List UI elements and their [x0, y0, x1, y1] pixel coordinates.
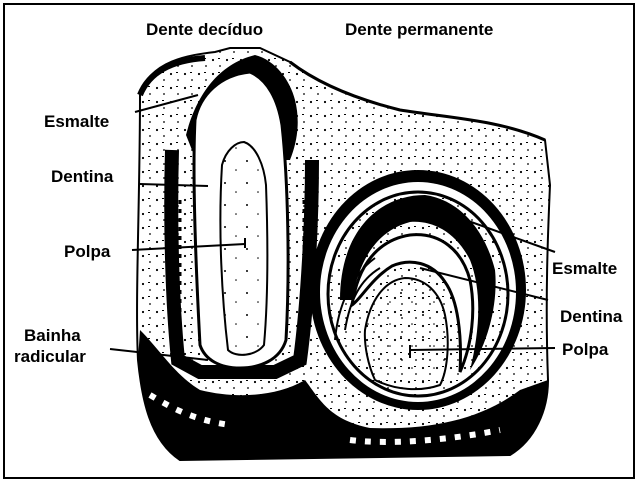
label-sheath-line2: radicular — [14, 347, 86, 366]
title-permanent: Dente permanente — [345, 20, 493, 39]
label-sheath-line1: Bainha — [24, 326, 81, 345]
label-left-dentin: Dentina — [51, 167, 114, 186]
label-left-enamel: Esmalte — [44, 112, 109, 131]
permanent-tooth-germ — [310, 170, 526, 410]
label-right-pulp: Polpa — [562, 340, 609, 359]
label-left-pulp: Polpa — [64, 242, 111, 261]
title-deciduous: Dente decíduo — [146, 20, 263, 39]
label-right-enamel: Esmalte — [552, 259, 617, 278]
label-right-dentin: Dentina — [560, 307, 623, 326]
